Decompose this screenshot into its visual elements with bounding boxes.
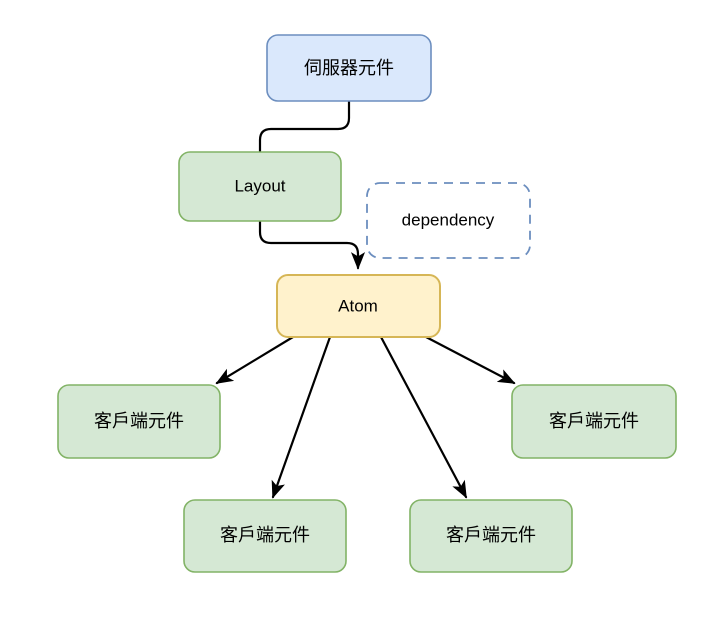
node-dependency[interactable]: dependency [366,182,531,259]
client-component-1-box[interactable] [57,384,221,459]
edge-server-to-layout [258,99,351,154]
dependency-label: dependency [402,210,495,229]
edge-layer [215,99,516,499]
node-server-component[interactable]: 伺服器元件 [266,34,432,102]
edge-layout-to-atom [258,219,366,270]
edge-atom-to-client-1 [215,335,295,385]
node-atom[interactable]: Atom [276,274,441,338]
server-component-label: 伺服器元件 [304,58,394,78]
server-component-box[interactable] [266,34,432,102]
node-client-component-4[interactable]: 客戶端元件 [511,384,677,459]
atom-box[interactable] [276,274,441,338]
atom-label: Atom [338,296,378,315]
client-component-3-label: 客戶端元件 [446,525,536,545]
layout-label: Layout [234,176,285,195]
client-component-2-label: 客戶端元件 [220,525,310,545]
dependency-box[interactable] [366,182,531,259]
node-client-component-2[interactable]: 客戶端元件 [183,499,347,573]
node-client-component-1[interactable]: 客戶端元件 [57,384,221,459]
node-layout[interactable]: Layout [178,151,342,222]
edge-atom-to-client-2 [271,335,332,499]
node-client-component-3[interactable]: 客戶端元件 [409,499,573,573]
client-component-1-label: 客戶端元件 [94,411,184,431]
node-layer: 伺服器元件 Layout dependency Atom 客戶端元件 客戶端元件 [57,34,677,573]
client-component-4-label: 客戶端元件 [549,411,639,431]
edge-atom-to-client-4 [424,335,516,385]
client-component-4-box[interactable] [511,384,677,459]
edge-atom-to-client-3 [379,335,468,499]
client-component-3-box[interactable] [409,499,573,573]
layout-box[interactable] [178,151,342,222]
client-component-2-box[interactable] [183,499,347,573]
